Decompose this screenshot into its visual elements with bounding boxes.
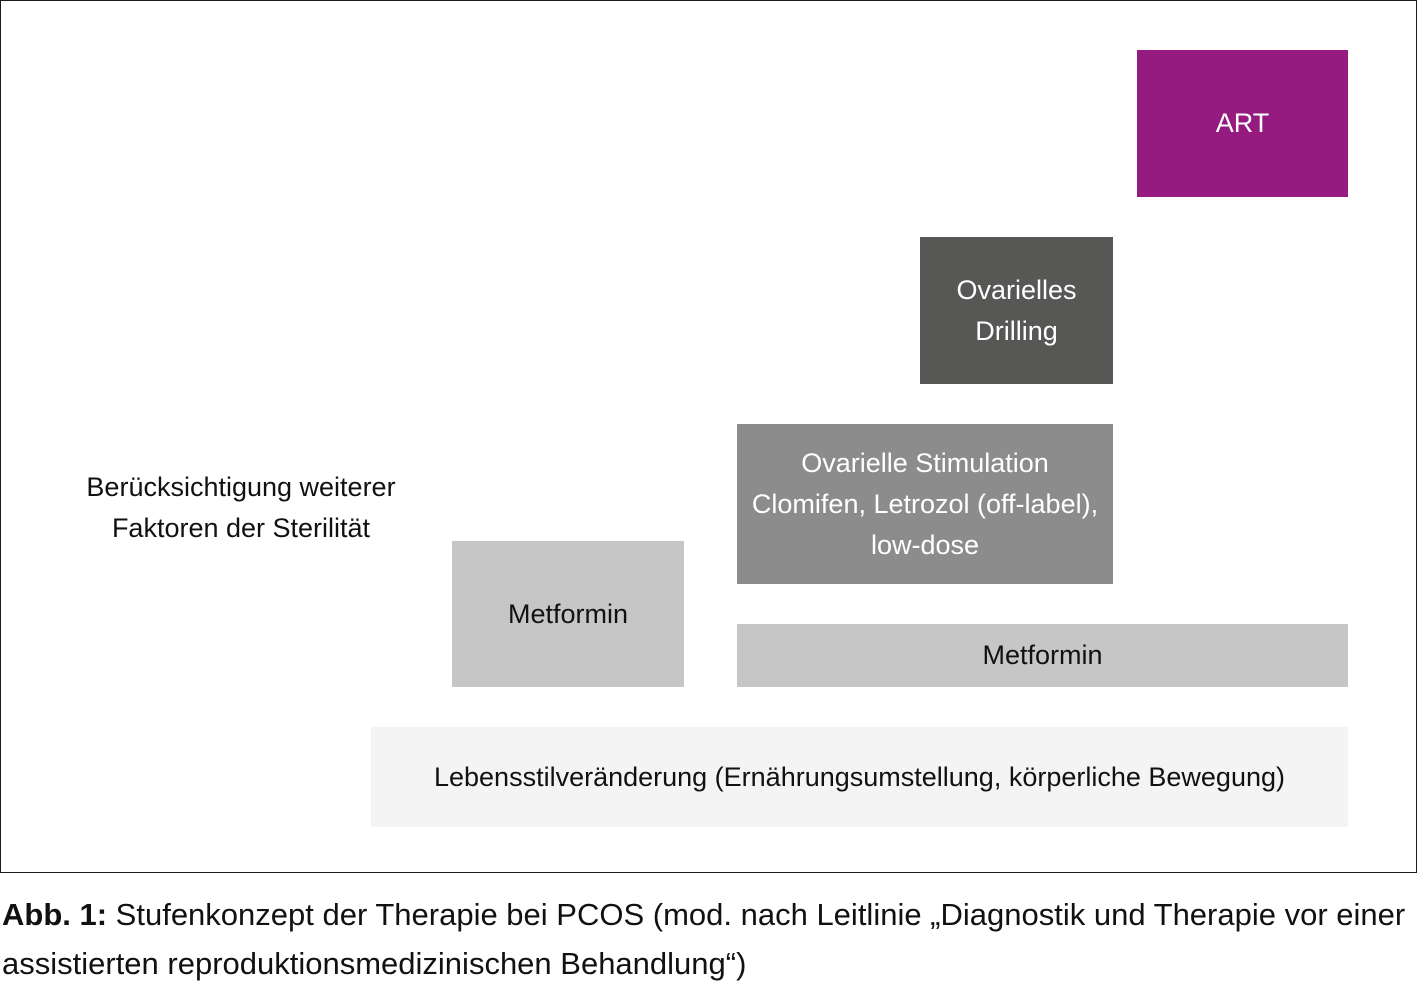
- sterility-factors-note-line2: Faktoren der Sterilität: [111, 513, 371, 543]
- ovarian-stimulation-label-line2: Clomifen, Letrozol (off-label),: [751, 488, 1099, 519]
- art-box: ART: [1137, 50, 1348, 197]
- sterility-factors-note: Berücksichtigung weiterer Faktoren der S…: [61, 467, 421, 549]
- art-label: ART: [1215, 108, 1270, 138]
- ovarian-drilling-label-line2: Drilling: [975, 315, 1058, 346]
- metformin-left-label: Metformin: [507, 598, 629, 629]
- figure-caption-text: Stufenkonzept der Therapie bei PCOS (mod…: [2, 897, 1406, 981]
- lifestyle-change-label: Lebensstilveränderung (Ernährungsumstell…: [433, 761, 1285, 792]
- figure-caption: Abb. 1: Stufenkonzept der Therapie bei P…: [2, 890, 1412, 988]
- diagram-frame: ART Ovarielles Drilling Ovarielle Stimul…: [0, 0, 1417, 873]
- metformin-right-label: Metformin: [982, 640, 1103, 670]
- figure-caption-label: Abb. 1:: [2, 897, 108, 932]
- ovarian-drilling-label-line1: Ovarielles: [956, 274, 1077, 305]
- lifestyle-change-box: Lebensstilveränderung (Ernährungsumstell…: [371, 727, 1348, 827]
- ovarian-drilling-box: Ovarielles Drilling: [920, 237, 1113, 384]
- metformin-box-left: Metformin: [452, 541, 684, 687]
- ovarian-stimulation-box: Ovarielle Stimulation Clomifen, Letrozol…: [737, 424, 1113, 584]
- ovarian-stimulation-label-line3: low-dose: [870, 529, 980, 560]
- metformin-box-right: Metformin: [737, 624, 1348, 687]
- sterility-factors-note-line1: Berücksichtigung weiterer: [86, 472, 396, 502]
- ovarian-stimulation-label-line1: Ovarielle Stimulation: [801, 447, 1049, 478]
